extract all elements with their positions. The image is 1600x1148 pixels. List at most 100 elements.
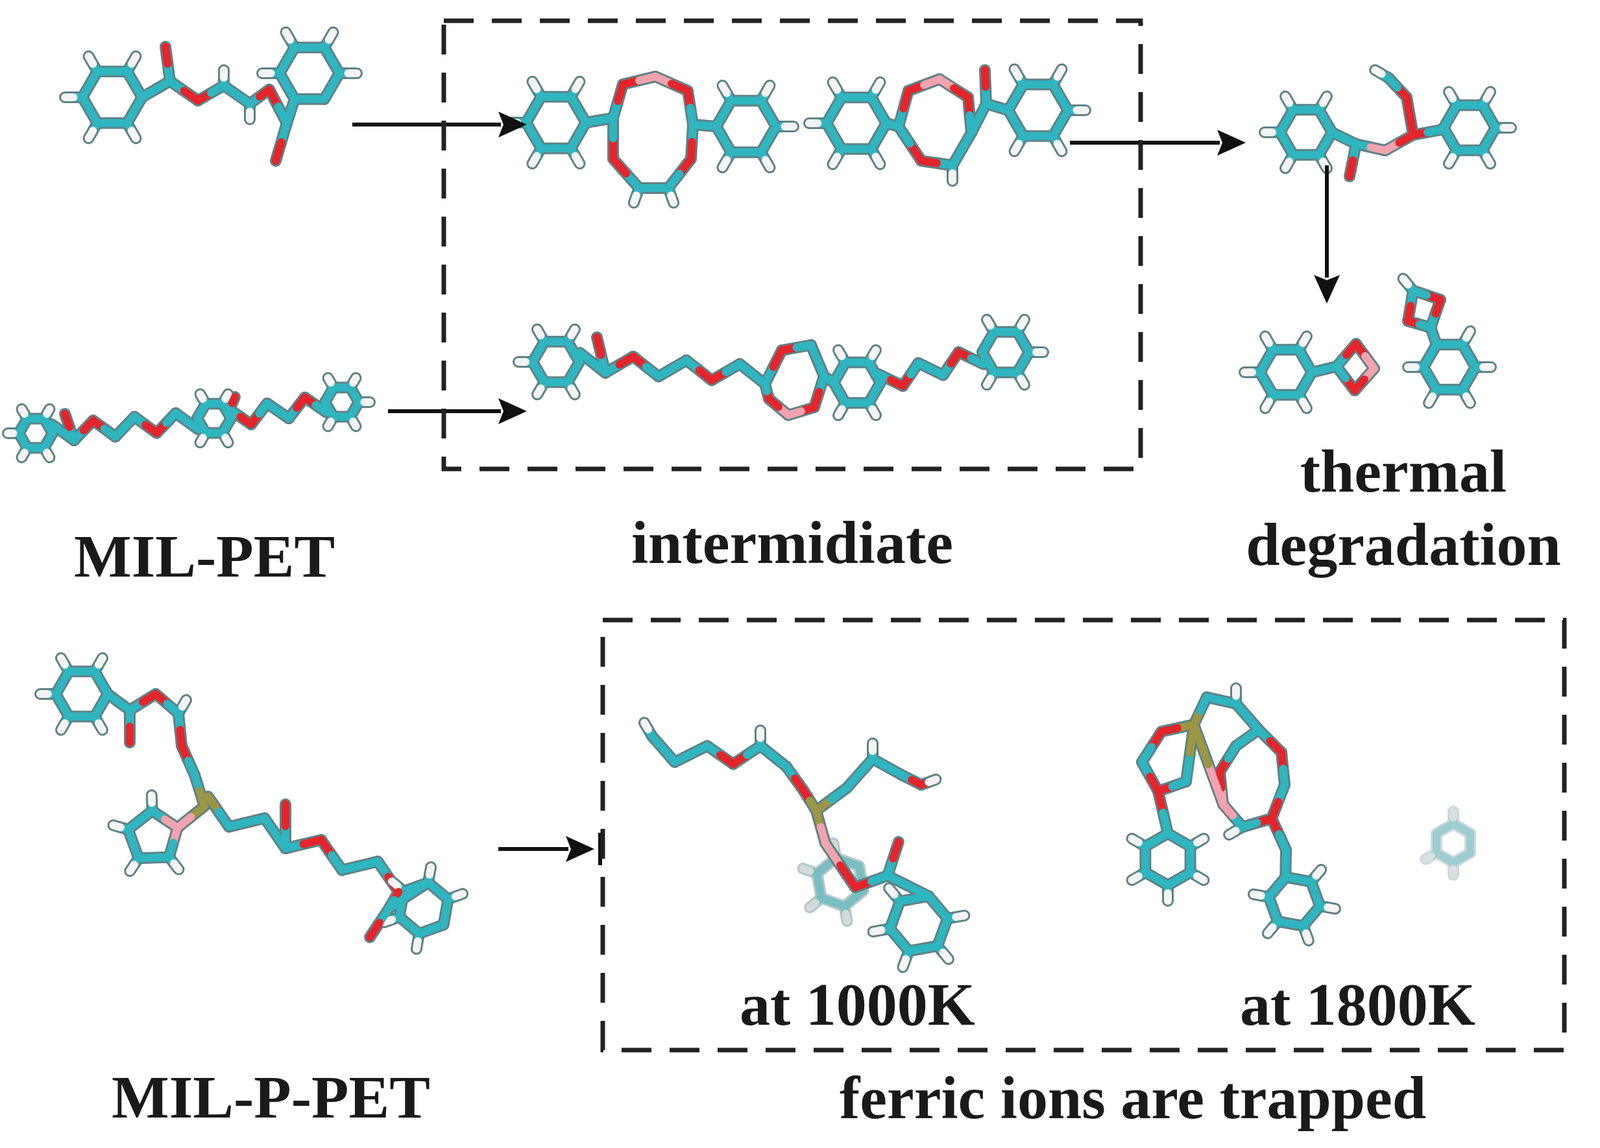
bond-stick bbox=[369, 923, 380, 939]
bond-stick bbox=[1428, 396, 1433, 403]
molecule-layer bbox=[1426, 811, 1471, 876]
bond-stick bbox=[872, 409, 877, 416]
bond-stick bbox=[1236, 729, 1259, 747]
bond-stick bbox=[686, 360, 712, 381]
bond-stick bbox=[1466, 331, 1471, 339]
bond-stick bbox=[328, 378, 331, 383]
bond-stick bbox=[893, 842, 900, 860]
bond-stick bbox=[127, 123, 137, 139]
arrow-head bbox=[1217, 129, 1246, 156]
bond-stick bbox=[115, 417, 135, 438]
bond-stick bbox=[262, 69, 272, 78]
bond-stick bbox=[841, 143, 872, 156]
bond-stick bbox=[157, 413, 176, 434]
bond-stick bbox=[279, 47, 295, 74]
bond-stick bbox=[692, 124, 717, 127]
bond-stick bbox=[570, 148, 581, 164]
bond-stick bbox=[1253, 894, 1262, 897]
bond-stick bbox=[984, 70, 986, 87]
bond-stick bbox=[1193, 724, 1224, 805]
bond-stick bbox=[571, 329, 576, 337]
bond-stick bbox=[1303, 926, 1309, 942]
bond-stick bbox=[1014, 69, 1020, 78]
bond-stick bbox=[1285, 96, 1294, 111]
dashed-region: at 1000Kat 1800Kferric ions are trapped bbox=[600, 617, 1567, 1054]
bond-stick bbox=[1486, 157, 1491, 164]
bond-stick bbox=[1057, 144, 1063, 152]
bond-stick bbox=[455, 894, 463, 897]
bond-stick bbox=[570, 81, 581, 97]
bond-stick bbox=[275, 123, 287, 161]
bond-stick bbox=[826, 123, 842, 150]
bond-stick bbox=[1483, 363, 1491, 372]
bond-stick bbox=[532, 156, 538, 165]
bond-stick bbox=[1466, 843, 1475, 854]
bond-stick bbox=[716, 100, 732, 127]
bond-stick bbox=[165, 46, 170, 82]
bond-stick bbox=[1448, 150, 1457, 165]
bond-stick bbox=[200, 433, 207, 444]
bond-stick bbox=[868, 402, 876, 416]
bond-stick bbox=[761, 100, 776, 127]
bond-stick bbox=[716, 126, 732, 153]
bond-stick bbox=[324, 73, 340, 100]
bond-stick bbox=[232, 397, 235, 404]
bond-stick bbox=[786, 766, 804, 791]
bond-stick bbox=[1193, 724, 1209, 765]
bond-stick bbox=[219, 70, 228, 78]
bond-stick bbox=[918, 363, 943, 376]
bond-stick bbox=[887, 875, 929, 897]
bond-stick bbox=[871, 82, 881, 98]
bond-stick bbox=[1349, 160, 1353, 177]
bond-stick bbox=[596, 337, 602, 355]
bond-stick bbox=[1264, 126, 1281, 139]
bond-stick bbox=[1228, 827, 1243, 836]
bond-stick bbox=[814, 376, 825, 408]
bond-stick bbox=[1271, 818, 1286, 850]
bond-stick bbox=[1186, 753, 1190, 782]
bond-stick bbox=[40, 690, 49, 699]
bond-stick bbox=[733, 746, 761, 765]
bond-stick bbox=[391, 881, 398, 887]
bond-stick bbox=[537, 329, 542, 337]
bond-stick bbox=[1281, 752, 1285, 786]
bond-stick bbox=[872, 759, 902, 776]
bond-stick bbox=[1319, 906, 1336, 910]
bond-stick bbox=[633, 195, 637, 203]
bond-stick bbox=[532, 81, 542, 97]
bond-stick bbox=[526, 122, 542, 149]
bond-stick bbox=[1242, 818, 1272, 828]
bond-stick bbox=[644, 722, 649, 730]
bond-stick bbox=[92, 420, 115, 437]
bond-stick bbox=[668, 158, 691, 189]
bond-stick bbox=[88, 131, 94, 139]
bond-stick bbox=[943, 352, 959, 376]
bond-stick bbox=[1285, 161, 1290, 169]
bond-stick bbox=[928, 779, 936, 783]
bond-stick bbox=[1356, 343, 1375, 369]
bond-stick bbox=[127, 56, 137, 72]
bond-stick bbox=[22, 409, 28, 420]
bond-stick bbox=[1388, 77, 1407, 98]
bond-stick bbox=[1247, 729, 1260, 739]
bond-stick bbox=[1503, 123, 1512, 132]
bond-stick bbox=[1285, 96, 1290, 104]
bond-stick bbox=[169, 857, 180, 871]
bond-stick bbox=[518, 358, 526, 366]
bond-stick bbox=[1017, 319, 1025, 333]
bond-stick bbox=[1306, 933, 1309, 941]
bond-stick bbox=[1448, 92, 1457, 106]
molecule-layer bbox=[644, 722, 965, 968]
bond-stick bbox=[324, 47, 340, 74]
bond-stick bbox=[887, 842, 899, 876]
bond-stick bbox=[1219, 746, 1237, 773]
bond-stick bbox=[704, 125, 717, 128]
bond-stick bbox=[290, 99, 295, 112]
bond-stick bbox=[328, 32, 334, 41]
bond-stick bbox=[1486, 92, 1491, 99]
bond-stick bbox=[788, 407, 815, 416]
bond-stick bbox=[1428, 389, 1437, 404]
bond-stick bbox=[1053, 84, 1068, 111]
bond-stick bbox=[754, 730, 767, 747]
bond-stick bbox=[1190, 838, 1205, 847]
